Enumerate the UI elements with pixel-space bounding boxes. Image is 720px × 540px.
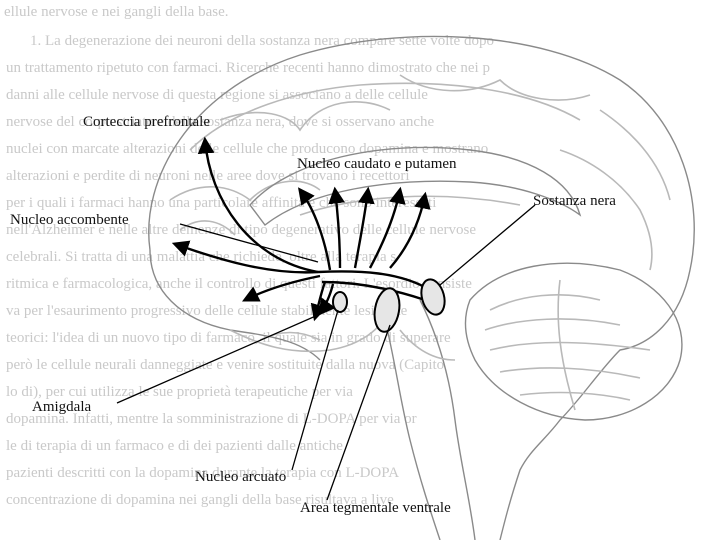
nuclei xyxy=(332,278,446,333)
pathway-to-prefrontal-cortex-1 xyxy=(197,136,319,274)
leader-substantia-nigra xyxy=(439,204,536,286)
label-ventral-tegmental-area: Area tegmentale ventrale xyxy=(300,500,451,516)
label-amygdala: Amigdala xyxy=(32,399,91,415)
bg-text-line: celebrali. Si tratta di una malattia che… xyxy=(6,249,396,265)
bg-text-line: nell'Alzheimer e nelle altre demenze di … xyxy=(6,222,476,238)
corpus-callosum xyxy=(249,146,582,226)
label-arcuate-nucleus: Nucleo arcuato xyxy=(195,469,286,485)
labels: Corteccia prefrontale Nucleo caudato e p… xyxy=(10,114,616,516)
substantia-nigra-nucleus xyxy=(420,278,446,316)
amygdala-nucleus xyxy=(332,291,348,313)
brain-illustration xyxy=(148,35,695,540)
label-caudate-putamen: Nucleo caudato e putamen xyxy=(297,156,457,172)
bg-text-line: pazienti descritti con la dopamina duran… xyxy=(6,465,399,481)
bg-text-line: dopamina. Infatti, mentre la somministra… xyxy=(6,411,417,427)
bg-text-line: nervose del corpo striato e della sostan… xyxy=(6,114,435,130)
bg-text-line: le di terapia di un farmaco e di dei paz… xyxy=(6,438,343,454)
pathway-trunk xyxy=(317,270,431,292)
bg-text-line: 1. La degenerazione dei neuroni della so… xyxy=(30,33,494,49)
label-prefrontal-cortex: Corteccia prefrontale xyxy=(83,114,210,130)
pathway-to-caudate-3 xyxy=(353,186,375,269)
bg-text-line: lo di), per cui utilizza le sue propriet… xyxy=(6,384,353,400)
bg-text-line: teorici: l'idea di un nuovo tipo di farm… xyxy=(6,330,451,346)
label-substantia-nigra: Sostanza nera xyxy=(533,193,616,209)
bg-text-line: però le cellule neurali danneggiate e ve… xyxy=(6,357,444,373)
bg-text-line: un trattamento ripetuto con farmaci. Ric… xyxy=(6,60,490,76)
pathway-to-caudate-4 xyxy=(368,186,406,269)
pathway-to-caudate-1 xyxy=(297,187,332,271)
pathway-to-caudate-2 xyxy=(328,186,345,269)
pathway-to-nucleus-accumbens xyxy=(241,274,321,302)
brainstem-outline xyxy=(419,299,476,540)
label-nucleus-accumbens: Nucleo accombente xyxy=(10,212,129,228)
leader-amygdala xyxy=(116,307,335,404)
frontal-lobe-underside xyxy=(149,249,321,361)
bg-text-line: concentrazione di dopamina nei gangli de… xyxy=(6,492,394,508)
leader-ventral-tegmental-area xyxy=(326,324,391,501)
pathway-to-prefrontal-cortex-2 xyxy=(171,240,319,274)
cerebellum-outline xyxy=(464,262,683,421)
leader-lines xyxy=(116,204,536,501)
bg-text-line: danni alle cellule nervose di questa reg… xyxy=(6,87,428,103)
background-text: ellule nervose e nei gangli della base. … xyxy=(4,4,494,508)
dopamine-pathways xyxy=(171,136,431,322)
bg-text-line: va per l'esaurimento progressivo delle c… xyxy=(6,303,408,319)
pathway-ventral-2 xyxy=(317,283,335,316)
bg-text-line: ritmica e farmacologica, anche il contro… xyxy=(6,276,472,292)
pathway-to-caudate-5 xyxy=(389,191,431,269)
leader-nucleus-accumbens xyxy=(179,223,319,263)
leader-arcuate-nucleus xyxy=(291,309,339,471)
cerebrum-outline xyxy=(148,35,695,540)
bg-text-line: ellule nervose e nei gangli della base. xyxy=(4,4,229,20)
pathway-trunk-lower xyxy=(321,280,426,302)
ventral-tegmental-area-nucleus xyxy=(373,287,401,333)
bg-text-line: alterazioni e perdite di neuroni nelle a… xyxy=(6,168,410,184)
bg-text-line: nuclei con marcate alterazioni delle cel… xyxy=(6,141,488,157)
